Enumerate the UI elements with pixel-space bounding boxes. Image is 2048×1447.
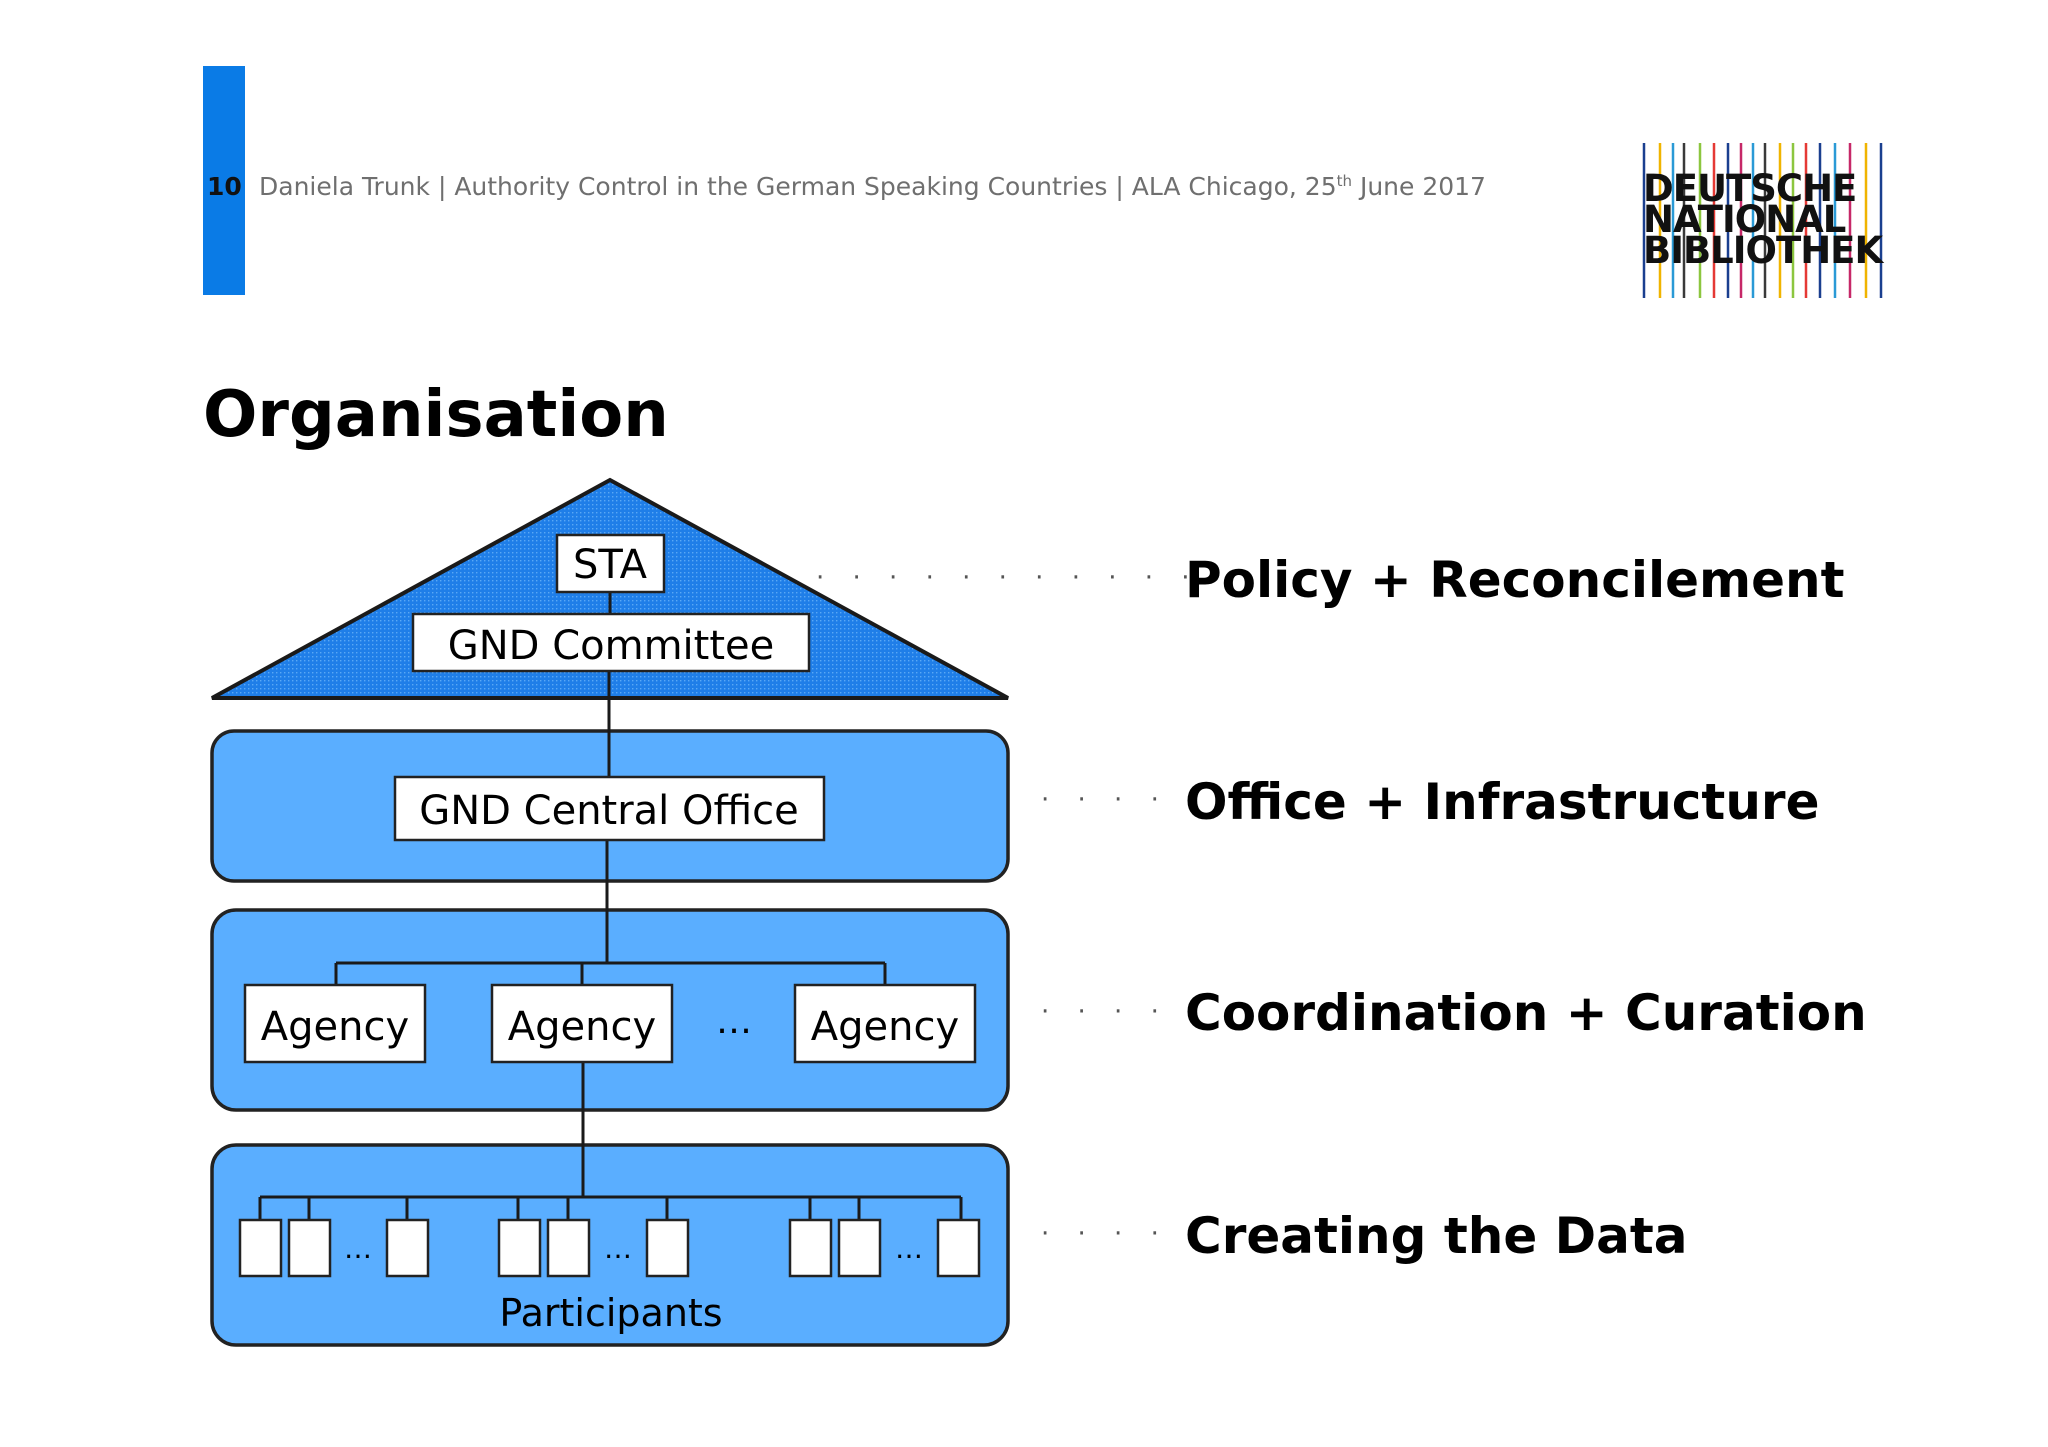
header-text: Daniela Trunk | Authority Control in the… [259,172,1337,201]
sta-label: STA [573,542,648,588]
participant-ellipsis-3: … [895,1232,923,1265]
dotted-leader-2: · · · · [1041,785,1169,815]
participant-box [385,1218,430,1278]
agency-label-3: Agency [811,1004,959,1050]
logo-wordmark: DEUTSCHE NATIONAL BIBLIOTHEK [1643,167,1883,272]
agency-box-3 [793,983,977,1064]
dnb-logo: DEUTSCHE NATIONAL BIBLIOTHEK [1640,143,1885,298]
participant-box [238,1218,283,1278]
header-line: Daniela Trunk | Authority Control in the… [259,172,1486,201]
logo-line-3: BIBLIOTHEK [1643,229,1883,272]
participant-ellipsis-2: … [604,1232,632,1265]
participant-box [645,1218,690,1278]
header-sup: th [1336,172,1352,190]
gnd-committee-label: GND Committee [448,623,774,669]
dotted-leader-4: · · · · [1041,1219,1169,1249]
participant-ellipsis-1: … [344,1232,372,1265]
participant-box [936,1218,981,1278]
layer-label-office: Office + Infrastructure [1185,773,1820,831]
agency-ellipsis: … [716,1001,752,1042]
participant-box [837,1218,882,1278]
gnd-committee-box [411,612,811,673]
layer-label-coordination: Coordination + Curation [1185,984,1867,1042]
agency-box-2 [490,983,674,1064]
logo-line-1: DEUTSCHE [1643,167,1857,210]
agency-box-1 [243,983,427,1064]
dotted-leader-3: · · · · [1041,997,1169,1027]
accent-bar [203,66,245,295]
participant-box [497,1218,542,1278]
gnd-central-office-box [393,775,826,842]
participants-label: Participants [499,1291,722,1335]
dotted-leader-1: · · · · · · · · · · · [816,563,1200,593]
logo-stripes [1642,143,1883,298]
participant-box [287,1218,332,1278]
participant-box [546,1218,591,1278]
page-number: 10 [207,172,242,201]
layer-label-policy: Policy + Reconcilement [1185,551,1845,609]
sta-box [555,533,666,594]
layer-label-creating: Creating the Data [1185,1207,1688,1265]
participant-box [788,1218,833,1278]
logo-line-2: NATIONAL [1643,198,1846,241]
gnd-central-office-label: GND Central Office [419,788,799,834]
header-text-end: June 2017 [1352,172,1486,201]
participants-layer [210,1143,1010,1347]
slide-title: Organisation [203,378,669,452]
agency-label-1: Agency [261,1004,409,1050]
agency-label-2: Agency [508,1004,656,1050]
connector-lines [258,592,963,1220]
